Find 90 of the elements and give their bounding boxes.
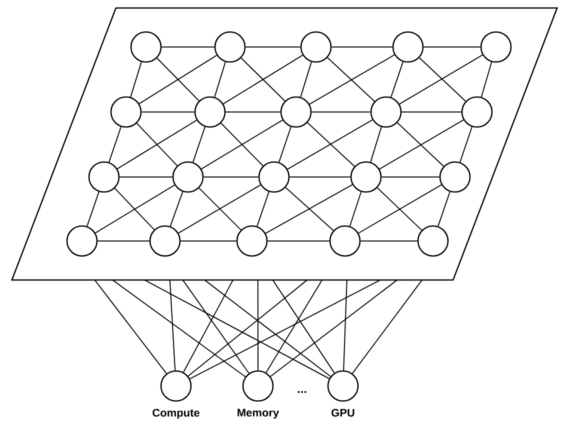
connector-line — [343, 280, 348, 371]
connector-line — [267, 240, 330, 242]
connector-line — [360, 240, 418, 242]
connector-line — [287, 119, 373, 170]
connector-line — [460, 126, 472, 163]
connector-line — [390, 61, 404, 98]
connector-line — [189, 280, 380, 380]
circle — [417, 225, 449, 257]
connector-line — [108, 126, 122, 163]
connector-line — [222, 54, 304, 104]
connector-line — [116, 120, 198, 170]
connector-line — [180, 240, 237, 242]
connector-line — [198, 188, 242, 230]
connector-line — [182, 280, 250, 374]
connector-line — [136, 122, 178, 166]
connector-line — [349, 191, 362, 227]
connector-line — [266, 280, 322, 374]
connector-line — [418, 57, 466, 102]
connector-line — [119, 176, 173, 178]
connector-line — [300, 61, 312, 98]
connector-line — [270, 280, 398, 378]
connector-line — [265, 184, 353, 234]
connector-line — [245, 46, 301, 48]
circle — [439, 161, 471, 193]
connector-line — [398, 54, 484, 105]
circle — [172, 161, 204, 193]
connector-line — [352, 280, 422, 374]
node-label: GPU — [332, 408, 354, 417]
connector-line — [188, 280, 308, 377]
connector-line — [200, 120, 284, 170]
connector-line — [256, 191, 270, 227]
circle — [350, 161, 382, 193]
circle — [461, 96, 493, 128]
connector-line — [86, 191, 100, 227]
connector-line — [370, 126, 382, 163]
connector-line — [214, 61, 226, 98]
circle — [88, 161, 120, 193]
connector-line — [94, 280, 167, 374]
circle — [370, 96, 402, 128]
connector-line — [156, 58, 200, 102]
connector-line — [358, 184, 442, 234]
connector-line — [379, 119, 464, 170]
connector-line — [170, 191, 184, 227]
connector-line — [285, 186, 334, 232]
connector-line — [306, 122, 356, 167]
connector-line — [309, 54, 395, 105]
circle — [300, 31, 332, 63]
connector-line — [438, 191, 450, 227]
connector-line — [480, 62, 492, 98]
node-label: Compute — [152, 408, 200, 419]
connector-line — [278, 126, 292, 163]
connector-line — [178, 184, 261, 234]
connector-line — [331, 46, 393, 48]
connector-line — [112, 280, 246, 378]
connector-line — [289, 176, 351, 178]
connector-line — [376, 187, 422, 231]
circle — [130, 31, 162, 63]
circle — [236, 225, 268, 257]
connector-line — [169, 280, 176, 371]
circle — [392, 31, 424, 63]
connector-line — [272, 280, 335, 374]
circle — [149, 225, 181, 257]
connector-line — [257, 280, 258, 371]
circle — [214, 31, 246, 63]
connector-line — [138, 54, 218, 104]
connector-line — [203, 176, 259, 178]
connector-line — [97, 240, 150, 242]
connector-line — [130, 61, 142, 98]
connector-line — [94, 184, 176, 234]
connector-line — [161, 46, 215, 48]
connector-line — [204, 280, 332, 377]
connector-line — [182, 280, 234, 373]
circle — [258, 161, 290, 193]
connector-line — [381, 176, 440, 178]
connector-line — [326, 57, 376, 102]
connector-line — [192, 126, 206, 163]
circle — [110, 96, 142, 128]
node-label: Memory — [238, 408, 280, 419]
circle — [194, 96, 226, 128]
connector-line — [220, 122, 264, 166]
ellipsis: ... — [298, 391, 306, 393]
connector-line — [114, 188, 155, 230]
connector-line — [144, 280, 330, 380]
circle — [280, 96, 312, 128]
connector-line — [396, 122, 444, 167]
circle — [480, 31, 512, 63]
connector-line — [423, 46, 481, 48]
connector-line — [240, 57, 286, 102]
circle — [66, 225, 98, 257]
circle — [329, 225, 361, 257]
